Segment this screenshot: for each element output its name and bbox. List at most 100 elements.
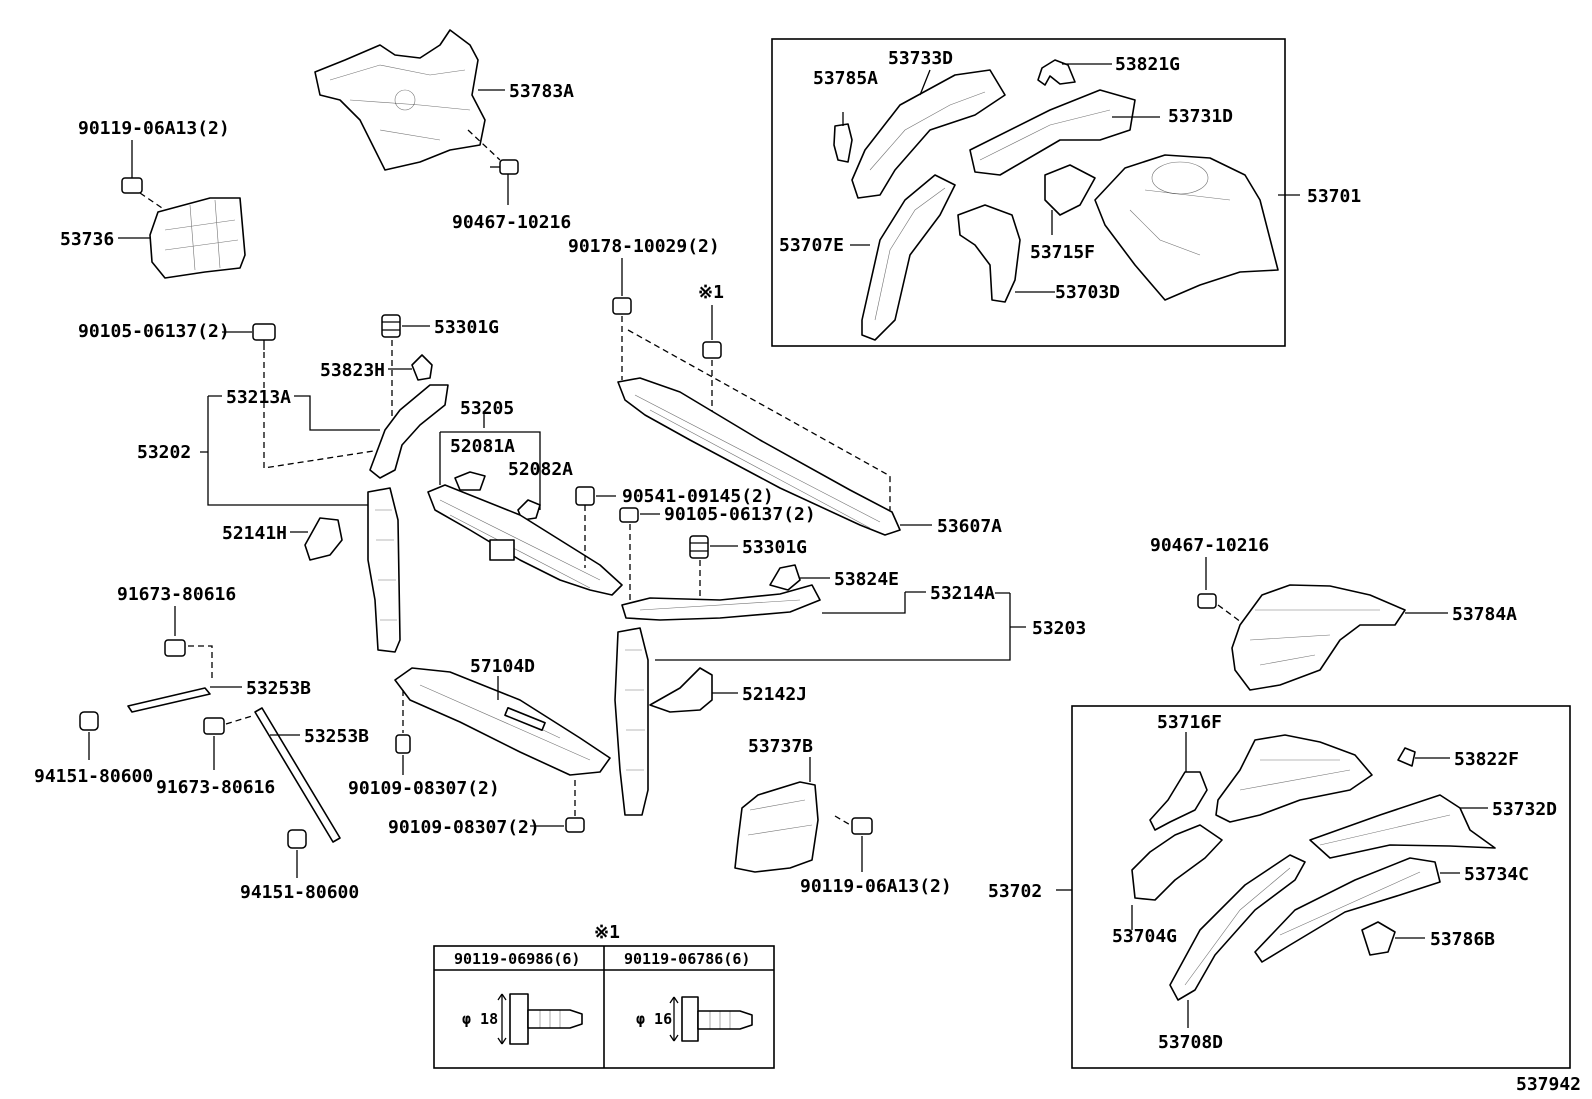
table-dia-col1: φ 18 [462, 1010, 498, 1028]
label-53715F: 53715F [1030, 242, 1095, 263]
label-53732D: 53732D [1492, 799, 1557, 820]
label-53822F: 53822F [1454, 749, 1519, 770]
part-53824E[interactable] [769, 564, 801, 591]
label-53205: 53205 [460, 398, 514, 419]
part-53716F[interactable] [1149, 771, 1208, 831]
bolt-90119-06A13-a[interactable] [121, 177, 143, 194]
label-53253B-a: 53253B [246, 678, 311, 699]
part-53301G-b[interactable] [689, 535, 709, 559]
label-90119-06A13-b: 90119-06A13(2) [800, 876, 952, 897]
bolt-90105-06137-a[interactable] [252, 323, 276, 350]
label-90119-06A13-a: 90119-06A13(2) [78, 118, 230, 139]
label-53202: 53202 [137, 442, 191, 463]
bolt-note-1[interactable] [702, 341, 722, 359]
bolt-90105-06137-b[interactable] [619, 507, 639, 523]
part-53253B-b[interactable] [254, 707, 341, 843]
label-53784A: 53784A [1452, 604, 1517, 625]
part-53715F[interactable] [1044, 164, 1096, 216]
label-90109-08307-a: 90109-08307(2) [348, 778, 500, 799]
label-note-mark: ※1 [698, 282, 724, 303]
bolt-90109-08307-b[interactable] [565, 817, 585, 833]
label-90467-10216-a: 90467-10216 [452, 212, 571, 233]
bolt-90119-06786-drawing [669, 996, 753, 1042]
part-57104D[interactable] [394, 667, 611, 776]
label-53736: 53736 [60, 229, 114, 250]
label-90109-08307-b: 90109-08307(2) [388, 817, 540, 838]
part-53704G[interactable] [1131, 824, 1223, 901]
label-53824E: 53824E [834, 569, 899, 590]
part-53784A[interactable] [1231, 584, 1406, 691]
label-52142J: 52142J [742, 684, 807, 705]
bolt-91673-80616-a[interactable] [164, 639, 186, 657]
part-53253B-a[interactable] [127, 687, 211, 713]
label-90178-10029: 90178-10029(2) [568, 236, 720, 257]
label-90105-06137-b: 90105-06137(2) [664, 504, 816, 525]
part-53708D[interactable] [1169, 854, 1306, 1001]
part-53205[interactable] [427, 484, 623, 596]
part-53707E[interactable] [861, 174, 956, 341]
part-53823H[interactable] [411, 354, 433, 381]
label-53203: 53203 [1032, 618, 1086, 639]
group-box-53702 [1071, 705, 1571, 1069]
part-53737B[interactable] [734, 781, 819, 873]
part-53732D[interactable] [1309, 794, 1496, 859]
label-53786B: 53786B [1430, 929, 1495, 950]
bolt-90109-08307-a[interactable] [395, 734, 411, 754]
part-53214A[interactable] [621, 584, 821, 621]
label-53701: 53701 [1307, 186, 1361, 207]
nut-94151-80600-b[interactable] [287, 829, 307, 849]
part-53822F[interactable] [1397, 747, 1416, 767]
bolt-90467-10216-a[interactable] [490, 159, 519, 175]
table-header-col2: 90119-06786(6) [624, 950, 750, 968]
label-52082A: 52082A [508, 459, 573, 480]
part-53716F-upper[interactable] [1215, 734, 1373, 823]
part-53202-pillar[interactable] [367, 487, 401, 653]
part-53731D[interactable] [969, 89, 1136, 176]
label-90541-09145: 90541-09145(2) [622, 486, 774, 507]
label-57104D: 57104D [470, 656, 535, 677]
bolt-90467-10216-b[interactable] [1197, 593, 1217, 609]
part-52142J[interactable] [649, 667, 713, 713]
part-53203-pillar[interactable] [614, 627, 649, 816]
label-94151-80600-a: 94151-80600 [34, 766, 153, 787]
table-dia-col2: φ 16 [636, 1010, 672, 1028]
label-53716F: 53716F [1157, 712, 1222, 733]
label-53733D: 53733D [888, 48, 953, 69]
part-52081A[interactable] [454, 471, 486, 491]
label-90105-06137-a: 90105-06137(2) [78, 321, 230, 342]
part-53703D[interactable] [957, 204, 1021, 303]
part-52141H[interactable] [304, 517, 343, 561]
part-53736[interactable] [149, 197, 246, 279]
part-53733D[interactable] [851, 69, 1006, 199]
part-53213A[interactable] [369, 384, 449, 479]
label-53301G-b: 53301G [742, 537, 807, 558]
bolt-90541-09145[interactable] [575, 486, 595, 506]
bolt-91673-80616-b[interactable] [203, 717, 225, 735]
label-53702: 53702 [988, 881, 1042, 902]
part-53785A[interactable] [833, 123, 853, 163]
label-53214A: 53214A [930, 583, 995, 604]
label-53783A: 53783A [509, 81, 574, 102]
label-53823H: 53823H [320, 360, 385, 381]
part-53821G[interactable] [1037, 59, 1076, 86]
label-53703D: 53703D [1055, 282, 1120, 303]
label-53734C: 53734C [1464, 864, 1529, 885]
bolt-90178-10029[interactable] [612, 297, 632, 315]
bolt-90119-06A13-b[interactable] [851, 817, 873, 835]
label-53737B: 53737B [748, 736, 813, 757]
label-52141H: 52141H [222, 523, 287, 544]
part-53607A[interactable] [617, 377, 901, 536]
label-52081A: 52081A [450, 436, 515, 457]
part-53301G-a[interactable] [381, 314, 401, 338]
label-53213A: 53213A [226, 387, 291, 408]
part-53734C[interactable] [1254, 857, 1441, 963]
label-53785A: 53785A [813, 68, 878, 89]
label-53301G-a: 53301G [434, 317, 499, 338]
group-box-53701 [771, 38, 1286, 347]
part-53786B[interactable] [1361, 921, 1396, 956]
nut-94151-80600-a[interactable] [79, 711, 99, 731]
part-53783A[interactable] [314, 29, 486, 171]
part-53701[interactable] [1094, 154, 1279, 301]
label-53731D: 53731D [1168, 106, 1233, 127]
